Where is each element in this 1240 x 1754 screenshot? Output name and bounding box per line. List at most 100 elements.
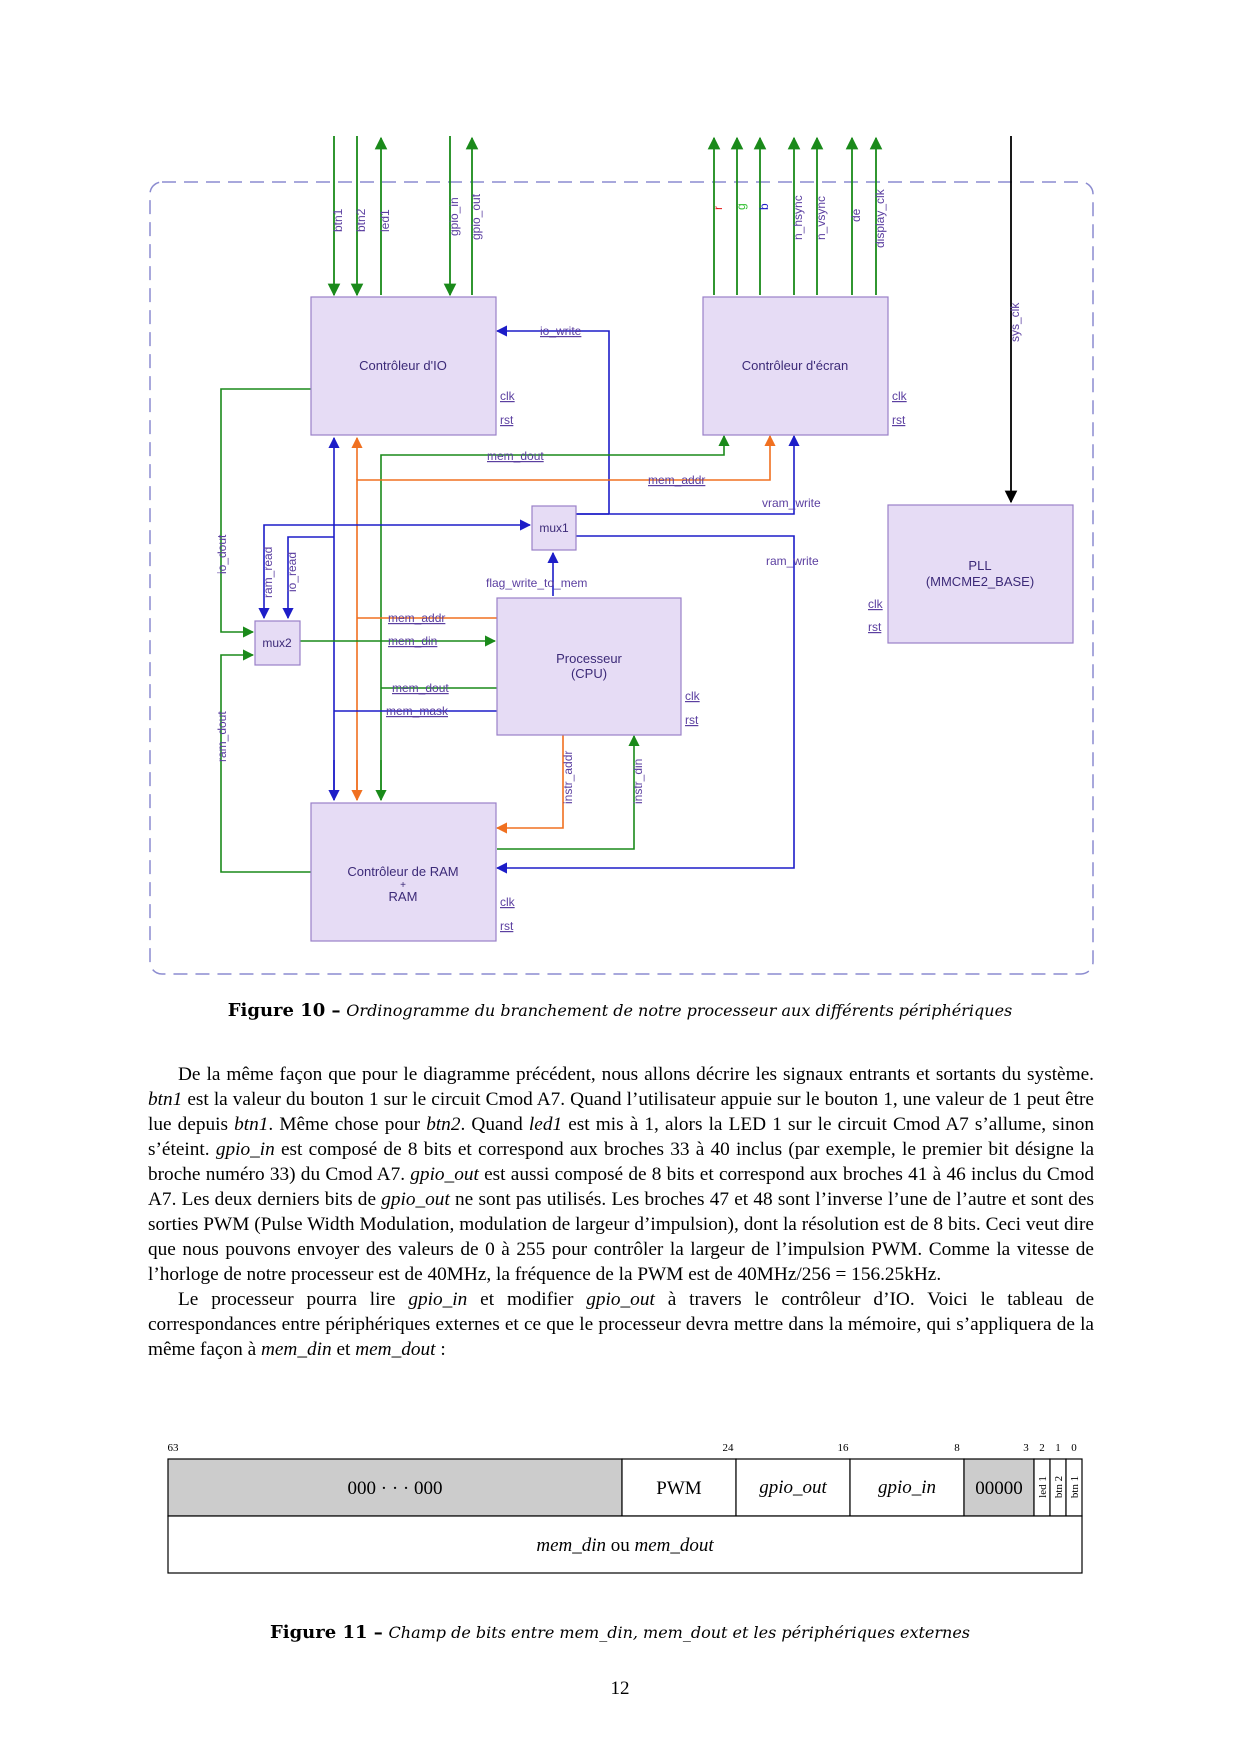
paragraph-1: De la même façon que pour le diagramme p…	[148, 1062, 1094, 1287]
bit-24: 24	[723, 1442, 735, 1454]
cell-mem-din-dout-text: mem_din ou mem_dout	[536, 1535, 714, 1556]
top-io-signal-lines	[327, 136, 479, 297]
label-ram-read: ram_read	[261, 547, 275, 598]
instr-addr-wire	[495, 734, 564, 834]
bit-0: 0	[1071, 1442, 1077, 1454]
vram-write-wire	[576, 434, 800, 515]
pll-label-2: (MMCME2_BASE)	[926, 574, 1034, 589]
ram-controller-label-3: RAM	[389, 889, 418, 904]
ram-ctrl-rst: rst	[500, 919, 514, 933]
text-run: . Même chose pour	[268, 1114, 427, 1135]
bit-16: 16	[838, 1442, 850, 1454]
figure-10-diagram: btn1 btn2 led1 gpio_in gpio_out r g b n_…	[149, 136, 1094, 975]
instr-din-wire	[497, 734, 640, 850]
figure-11-caption-label: Figure 11 –	[269, 1622, 383, 1643]
label-mem-dout-cpu: mem_dout	[392, 681, 449, 695]
pll-block: PLL (MMCME2_BASE) clk rst	[868, 504, 1074, 644]
cell-mem-din-dout	[167, 1515, 1083, 1574]
pll-label-1: PLL	[968, 558, 991, 573]
pll-clk: clk	[868, 597, 884, 611]
text-run: et modifier	[467, 1289, 587, 1310]
io-controller-label: Contrôleur d'IO	[359, 358, 447, 373]
label-io-read: io_read	[285, 552, 299, 592]
mem-dout-tspan: mem_dout	[635, 1535, 715, 1556]
figure-11-bitfield: 63 24 16 8 3 2 1 0 000 · · · 000 PWM gpi…	[167, 1442, 1083, 1574]
cell-btn2-text: btn 2	[1053, 1476, 1065, 1498]
text-run: ne sont pas utilisés. Les broches 47 et …	[148, 1189, 1094, 1285]
label-ram-write: ram_write	[766, 554, 819, 568]
cpu-rst: rst	[685, 713, 699, 727]
label-r: r	[711, 206, 725, 210]
cpu-clk: clk	[685, 689, 701, 703]
ou-tspan: ou	[606, 1535, 635, 1556]
cell-pwm-text: PWM	[656, 1478, 702, 1499]
cpu-label-2: (CPU)	[571, 666, 607, 681]
label-g: g	[734, 203, 748, 210]
label-instr-din: instr_din	[631, 759, 645, 804]
label-b: b	[757, 203, 771, 210]
inline-code-term: mem_din	[260, 1339, 332, 1360]
figure-10-caption-label: Figure 10 –	[227, 1000, 341, 1021]
cell-pwm	[621, 1458, 737, 1517]
io-read-wire	[282, 536, 334, 620]
label-gpio-out: gpio_out	[469, 193, 483, 240]
label-io-dout: io_dout	[215, 534, 229, 574]
text-run: Le processeur pourra lire	[178, 1289, 409, 1310]
inline-code-term: btn1	[148, 1089, 183, 1110]
inline-code-term: mem_dout	[355, 1339, 436, 1360]
label-mem-din-cpu: mem_din	[388, 634, 437, 648]
mux1-block: mux1	[531, 505, 577, 551]
inline-code-term: btn2	[426, 1114, 461, 1135]
screen-ctrl-clk: clk	[892, 389, 908, 403]
inline-code-term: gpio_in	[215, 1139, 275, 1160]
mux2-block: mux2	[254, 620, 301, 666]
inline-code-term: led1	[528, 1114, 563, 1135]
label-mem-mask-cpu: mem_mask	[386, 704, 449, 718]
label-ram-dout: ram_dout	[215, 711, 229, 762]
figure-11-caption-text: Champ de bits entre mem_din, mem_dout et…	[388, 1623, 971, 1642]
io-ctrl-rst: rst	[500, 413, 514, 427]
mem-din-tspan: mem_din	[536, 1535, 606, 1556]
bit-1: 1	[1055, 1442, 1061, 1454]
cell-gpio-in-text: gpio_in	[878, 1477, 936, 1498]
ram-write-wire	[495, 535, 795, 874]
bit-3: 3	[1023, 1442, 1029, 1454]
text-run: est aussi composé de 8 bits et correspon…	[148, 1164, 1094, 1210]
pll-rst: rst	[868, 620, 882, 634]
mux1-label: mux1	[539, 521, 569, 535]
label-btn2: btn2	[354, 208, 368, 232]
label-de: de	[849, 208, 863, 222]
label-mem-addr-top: mem_addr	[648, 473, 705, 487]
figure-10-caption-text: Ordinogramme du branchement de notre pro…	[346, 1001, 1013, 1020]
inline-code-term: gpio_out	[381, 1189, 450, 1210]
screen-ctrl-rst: rst	[892, 413, 906, 427]
inline-code-term: btn1	[234, 1114, 269, 1135]
text-run: à travers le contrôleur d’IO. Voici le t…	[148, 1289, 1095, 1360]
label-instr-addr: instr_addr	[561, 751, 575, 804]
cpu-label-1: Processeur	[556, 651, 622, 666]
cell-zeros-text: 000 · · · 000	[348, 1478, 443, 1499]
screen-controller-block: Contrôleur d'écran clk rst	[702, 296, 908, 436]
body-text: De la même façon que pour le diagramme p…	[148, 1062, 1094, 1362]
figure-10-caption: Figure 10 – Ordinogramme du branchement …	[0, 1000, 1240, 1021]
io-controller-block: Contrôleur d'IO clk rst	[310, 296, 516, 436]
ram-dout-wire	[220, 649, 311, 873]
label-mem-addr-cpu: mem_addr	[388, 611, 445, 625]
screen-controller-label: Contrôleur d'écran	[742, 358, 849, 373]
label-gpio-in: gpio_in	[447, 197, 461, 236]
cell-gpio-out-text: gpio_out	[759, 1477, 827, 1498]
text-run: :	[435, 1339, 446, 1360]
text-run: est mis à 1, alors la LED 1 sur le circu…	[148, 1114, 1094, 1160]
cell-small-zeros-text: 00000	[975, 1478, 1023, 1499]
text-run: . Quand	[460, 1114, 529, 1135]
ram-controller-block: Contrôleur de RAM + RAM clk rst	[310, 802, 516, 942]
label-vram-write: vram_write	[762, 496, 821, 510]
text-run: et	[331, 1339, 356, 1360]
cell-zeros	[167, 1458, 623, 1517]
text-run: De la même façon que pour le diagramme p…	[178, 1064, 1094, 1085]
inline-code-term: gpio_out	[410, 1164, 479, 1185]
top-screen-signal-labels: r g b n_hsync n_vsync de display_clk	[711, 188, 887, 248]
page-number: 12	[610, 1678, 630, 1699]
system-boundary	[149, 181, 1094, 975]
cell-gpio-out	[735, 1458, 851, 1517]
